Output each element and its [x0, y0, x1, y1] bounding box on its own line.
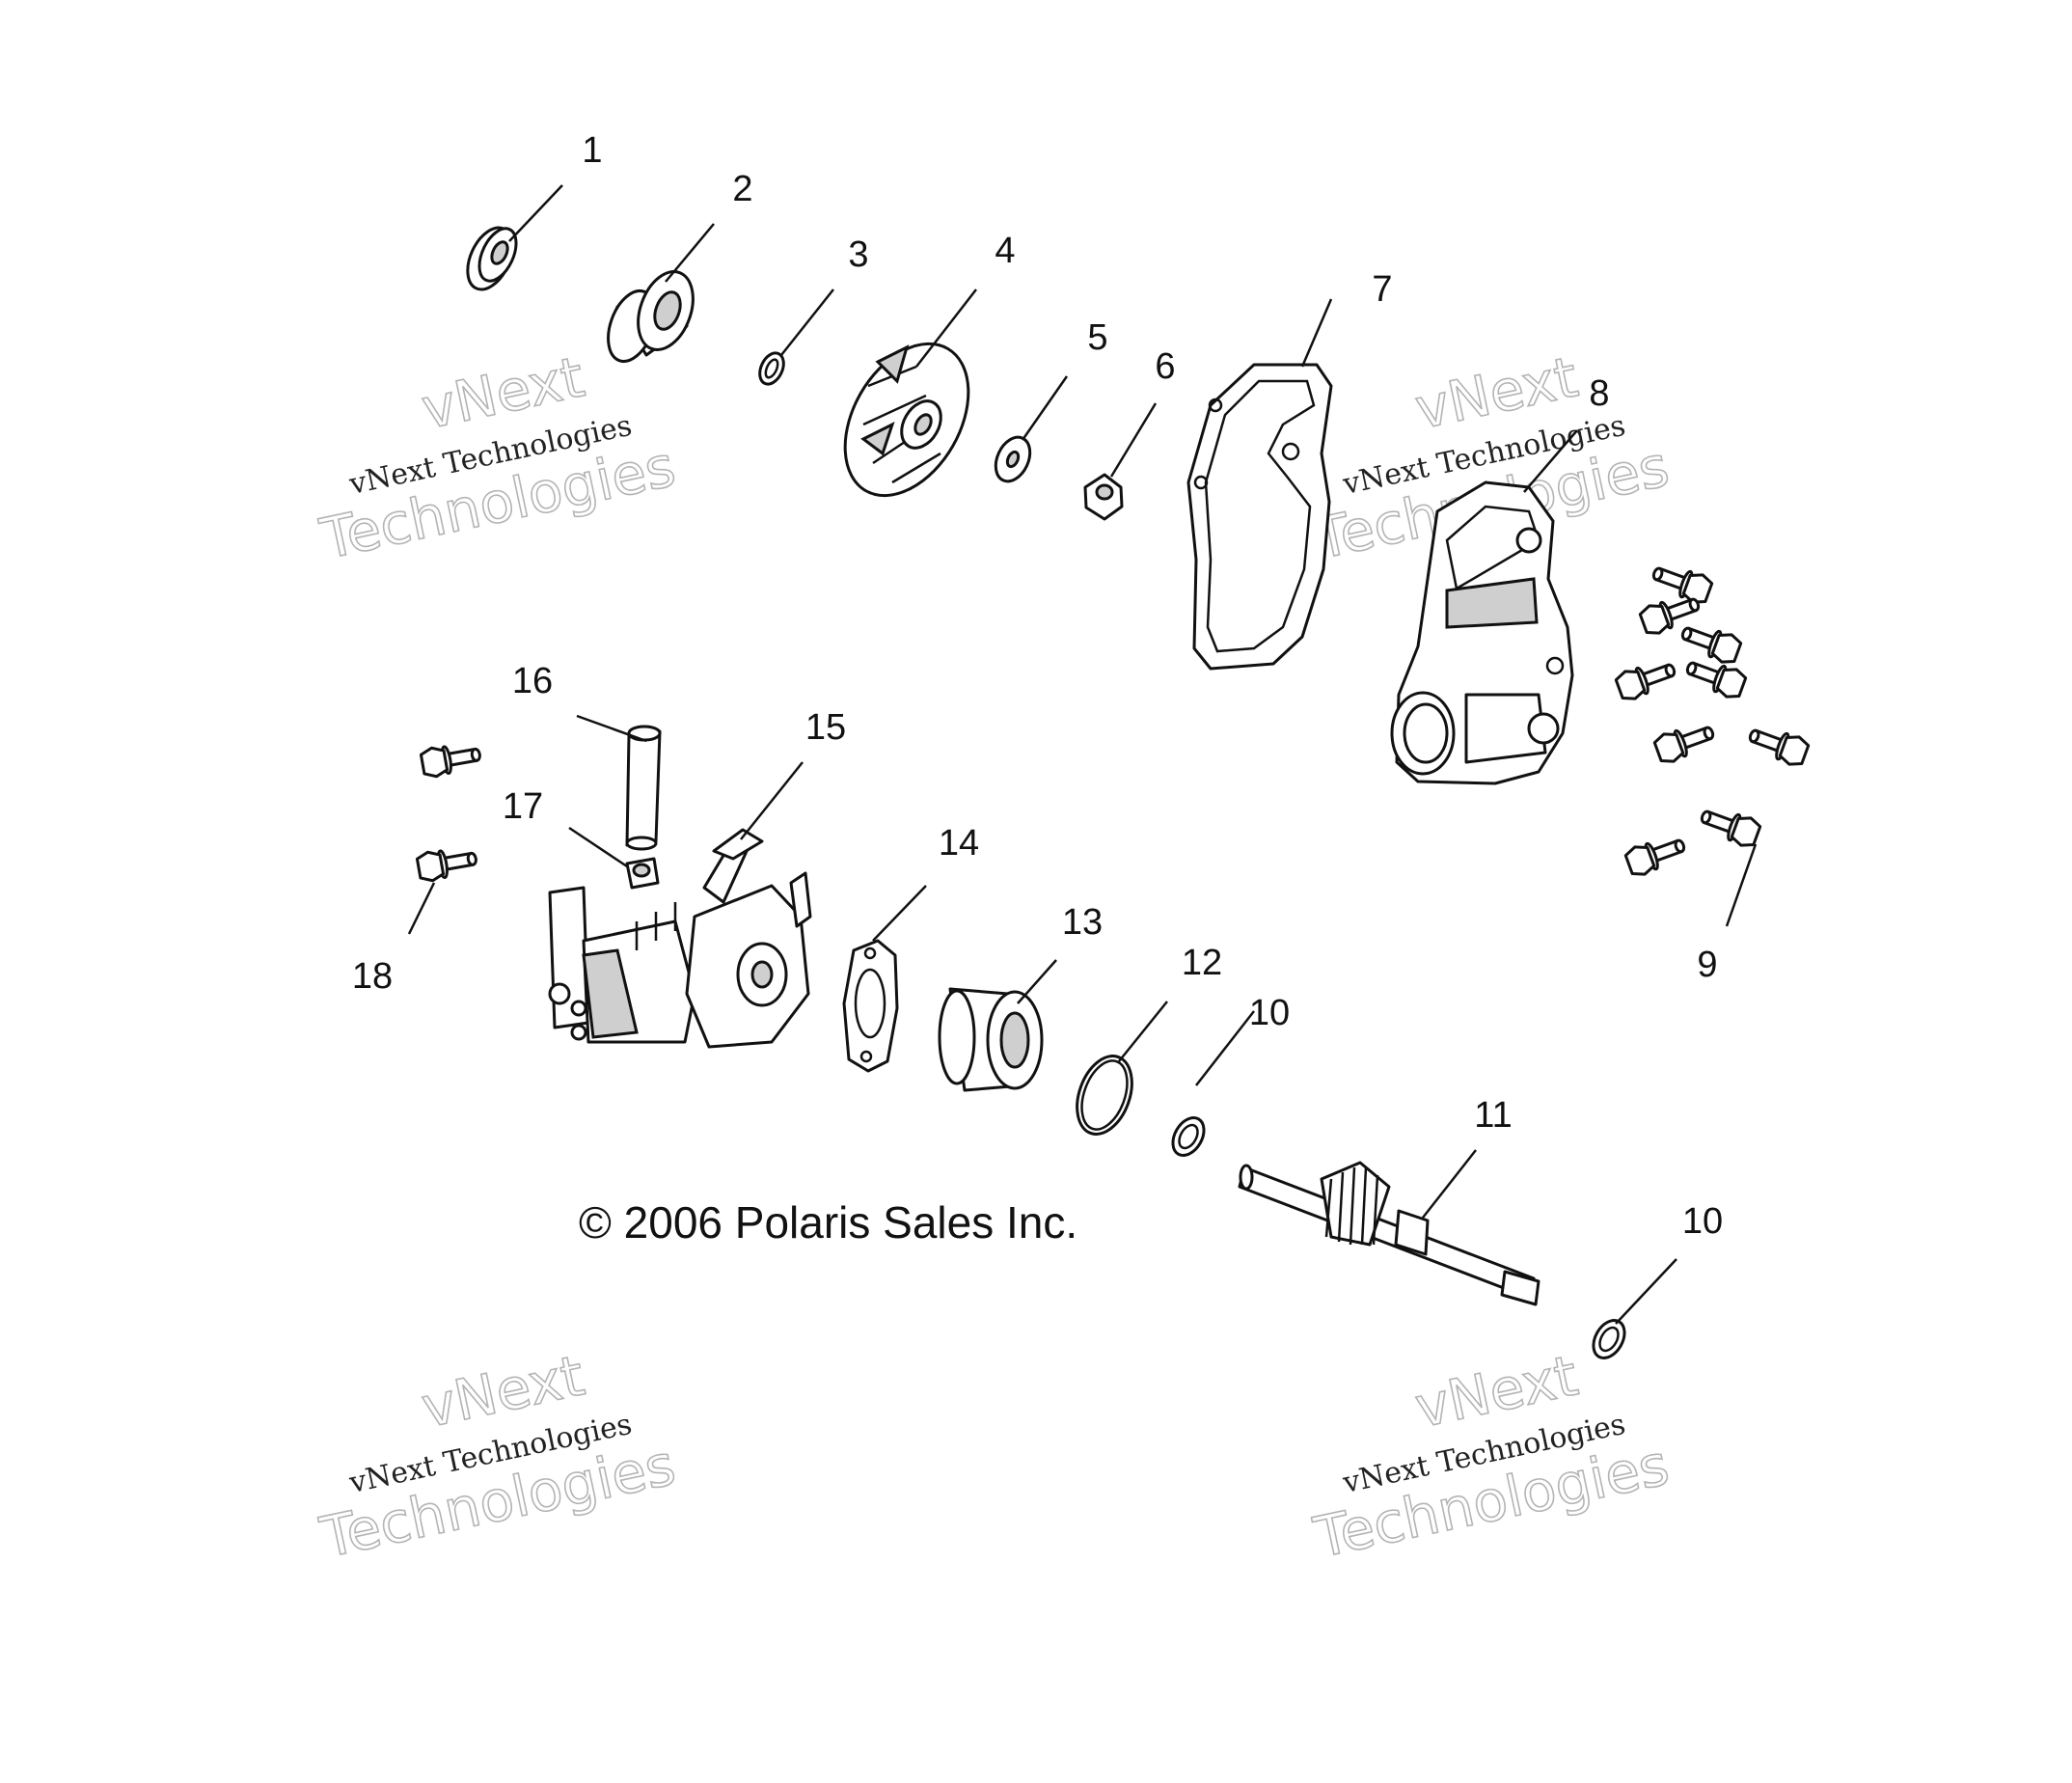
- bolt: [1700, 809, 1762, 847]
- part-10-washer-lower: [1592, 1319, 1626, 1359]
- bolt: [1651, 566, 1714, 604]
- callout-4: 4: [995, 231, 1015, 271]
- bolt: [415, 849, 477, 883]
- bolt: [1614, 663, 1677, 700]
- part-2-bearing: [607, 270, 695, 363]
- bolt: [1623, 838, 1686, 876]
- callout-17: 17: [503, 786, 543, 827]
- part-16-pipe: [625, 725, 662, 851]
- copyright-notice: © 2006 Polaris Sales Inc.: [579, 1197, 1077, 1248]
- leader-lines: [407, 184, 1758, 1325]
- part-8-pump-cover: [1390, 480, 1574, 785]
- part-15-oil-pump: [548, 828, 812, 1049]
- part-1-seal: [466, 226, 518, 291]
- callout-18: 18: [352, 956, 393, 997]
- watermark-top-left: vNext vNext Technologies Technologies: [314, 343, 681, 573]
- bolt: [419, 745, 481, 779]
- callout-7: 7: [1372, 269, 1392, 310]
- part-4-impeller: [843, 342, 970, 498]
- bolt: [1638, 597, 1701, 635]
- callout-13: 13: [1062, 902, 1103, 943]
- watermark-bottom-right: vNext vNext Technologies Technologies: [1307, 1342, 1675, 1572]
- part-11-shaft: [1238, 1161, 1540, 1306]
- bolt: [1748, 728, 1811, 766]
- callout-11: 11: [1474, 1095, 1512, 1136]
- callout-14: 14: [939, 823, 979, 864]
- callout-10-lower: 10: [1682, 1201, 1723, 1242]
- callout-8: 8: [1589, 373, 1609, 414]
- callout-15: 15: [805, 707, 846, 748]
- callout-6: 6: [1155, 346, 1175, 387]
- bolt: [1652, 726, 1715, 763]
- bolt: [1680, 626, 1743, 664]
- callout-12: 12: [1182, 943, 1222, 983]
- callout-9: 9: [1697, 945, 1717, 985]
- callout-5: 5: [1087, 317, 1107, 358]
- part-10-washer-upper: [1171, 1116, 1206, 1157]
- part-6-nut: [1083, 473, 1124, 521]
- watermark-bottom-left: vNext vNext Technologies Technologies: [314, 1342, 681, 1572]
- callout-16: 16: [512, 661, 553, 701]
- part-12-o-ring: [1076, 1055, 1133, 1136]
- callout-2: 2: [732, 169, 752, 209]
- bolt: [1685, 661, 1748, 699]
- part-9-bolts: [1614, 566, 1811, 876]
- part-5-washer: [994, 435, 1032, 483]
- part-18-bolts: [415, 745, 481, 883]
- part-7-gasket: [1186, 363, 1333, 671]
- callout-1: 1: [582, 130, 602, 171]
- part-3-o-ring: [758, 351, 785, 386]
- callout-3: 3: [848, 234, 868, 275]
- part-17-clip: [625, 857, 660, 890]
- part-14-gasket: [842, 939, 899, 1073]
- part-13-bushing: [938, 987, 1044, 1092]
- callout-numbers: 1 2 3 4 5 6 7 8 9 10 10 11 12 13 14 15 1…: [352, 130, 1723, 1242]
- callout-10-upper: 10: [1249, 993, 1290, 1033]
